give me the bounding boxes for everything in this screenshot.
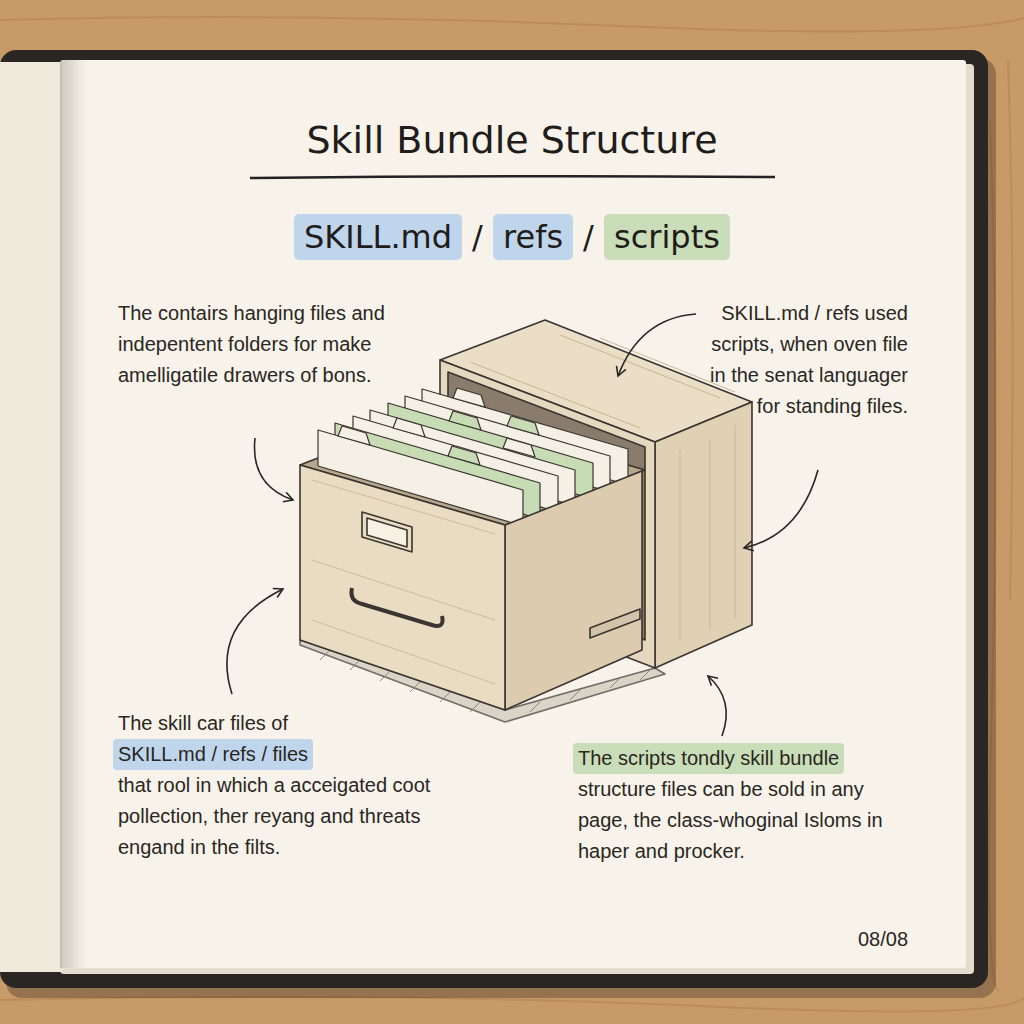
cabinet-side [655,402,752,668]
file-tab [338,426,370,445]
file-tab [507,416,539,435]
annotation-block: The contairs hanging files and indepente… [118,298,388,391]
file-tab [393,418,425,437]
highlight-chip: SKILL.md [294,214,462,260]
annotation-block: The skill car files ofSKILL.md / refs / … [118,708,458,863]
annotation-block: SKILL.md / refs used scripts, when oven … [694,298,908,422]
annotation-block: 08/08 [858,924,928,955]
drawer-rail [590,609,640,638]
page-gutter [60,60,86,968]
file-tab [453,388,485,407]
title-underline [250,176,775,178]
leader-line [708,676,726,736]
left-page [0,62,62,972]
notebook-cover [0,50,988,988]
separator: / [472,214,483,260]
page-title: Skill Bundle Structure [0,116,1024,164]
highlighted-note: The scripts tondly skill bundle [573,743,844,774]
leader-line [744,470,818,548]
label-card [367,518,407,547]
annotation-note: The contairs hanging files and indepente… [118,298,388,391]
chip-label: scripts [614,214,720,260]
highlight-chip: scripts [604,214,730,260]
wood-grain [0,17,1024,1011]
leader-line [227,589,283,694]
right-page [60,60,966,968]
notebook-shadow [6,58,996,998]
file-tab [449,411,481,430]
page-number: 08/08 [858,924,928,955]
annotation-note: that rool in which a acceigated coot pol… [118,770,458,863]
wood-grain [680,425,735,640]
leader-line [618,314,696,376]
annotation-note: structure files can be sold in any page,… [578,774,913,867]
separator: / [583,214,594,260]
chip-label: SKILL.md [304,214,452,260]
drawer-front [300,465,505,710]
file-tab [448,446,480,465]
annotation-note: SKILL.md / refs used scripts, when oven … [694,298,908,422]
annotation-block: The scripts tondly skill bundlestructure… [578,743,913,867]
label-holder [362,512,412,552]
drawer-side [505,471,642,710]
file-tab [503,438,535,457]
drawer-handle [351,588,442,626]
leader-line [254,438,293,500]
highlighted-note: SKILL.md / refs / files [113,739,313,770]
highlight-chip: refs [493,214,573,260]
notebook [0,50,996,998]
chip-label: refs [503,214,563,260]
wood-grain [312,480,495,684]
annotation-note: The skill car files of [118,708,458,739]
